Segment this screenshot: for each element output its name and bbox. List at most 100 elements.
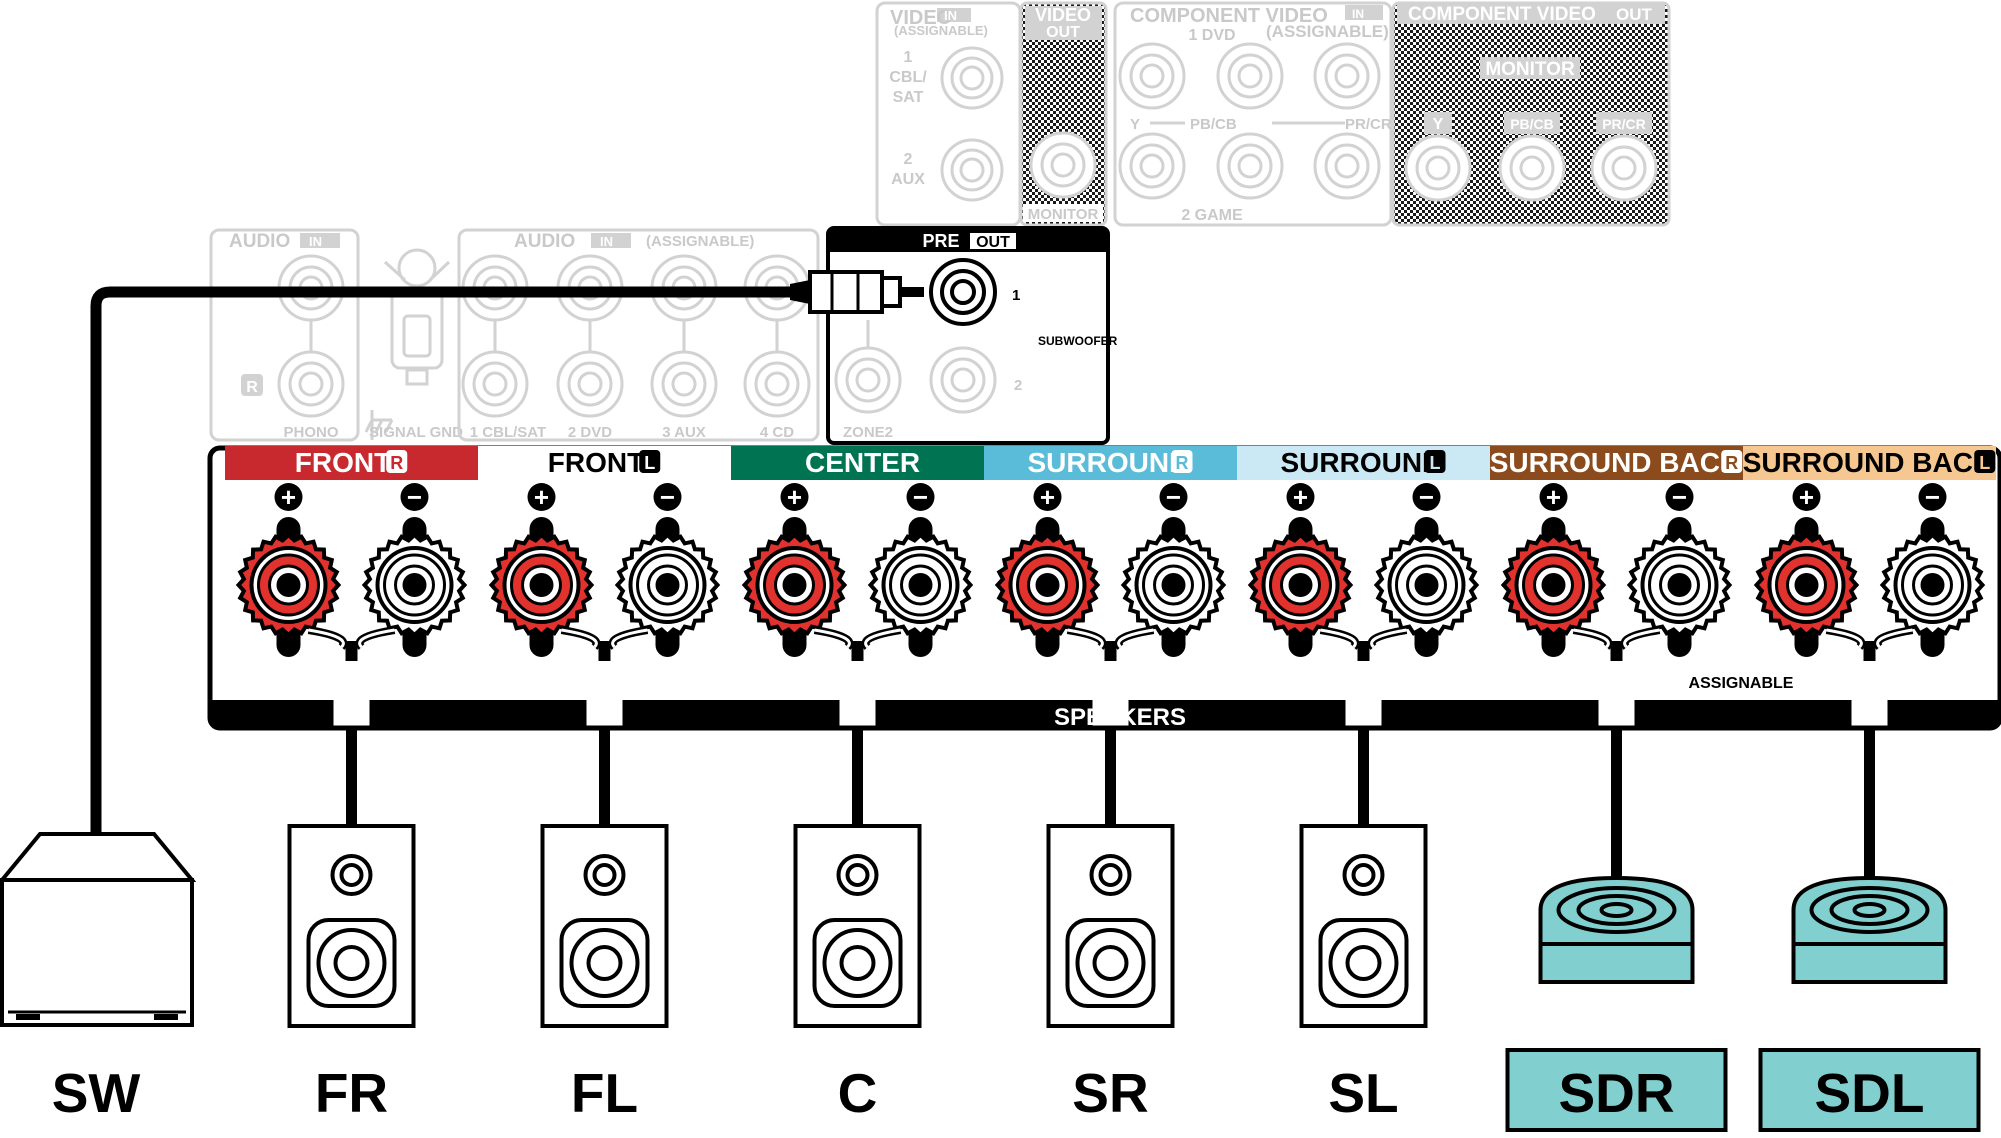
subwoofer-out-jack[interactable] <box>929 258 997 326</box>
pre-out-num1: 1 <box>1012 287 1020 304</box>
speaker-fr: FR <box>287 728 416 1124</box>
video-out-title: VIDEO <box>1035 5 1091 25</box>
plus-symbol: + <box>787 482 802 512</box>
plus-icon <box>1286 483 1315 511</box>
plus-symbol: + <box>1293 482 1308 512</box>
plus-symbol: + <box>281 482 296 512</box>
phono-jacks <box>277 254 345 418</box>
component-out-section: COMPONENT VIDEO OUT MONITOR Y PB/CB PR/C… <box>1391 1 1671 227</box>
terminal-pair-1: +− <box>235 482 468 661</box>
terminal-minus-4[interactable] <box>1120 517 1227 657</box>
channel-badge <box>1721 450 1743 473</box>
component-in-row2: 2 GAME <box>1181 207 1243 224</box>
channel-badge-text: L <box>1430 453 1441 473</box>
channel-badge <box>1974 450 1996 473</box>
video-in-jack-2 <box>940 138 1004 202</box>
pre-out-tag: OUT <box>976 234 1010 251</box>
terminal-minus-5[interactable] <box>1373 517 1480 657</box>
minus-icon <box>1412 483 1441 511</box>
audio-in-assignable-title: AUDIO <box>514 231 575 252</box>
component-out-monitor: MONITOR <box>1485 59 1575 80</box>
video-in-input-aux: AUX <box>891 171 925 188</box>
audio-in-section: AUDIO IN R PHONO <box>209 228 360 442</box>
terminal-plus-5[interactable] <box>1247 517 1354 657</box>
plus-icon <box>274 483 303 511</box>
component-out-jacks <box>1404 134 1658 202</box>
audio-jack-label-4: 4 CD <box>760 424 794 441</box>
terminal-plus-6[interactable] <box>1500 517 1607 657</box>
video-in-section: VIDEO IN (ASSIGNABLE) 1 CBL/ SAT 2 AUX <box>875 1 1022 227</box>
terminal-plus-1[interactable] <box>235 517 342 657</box>
audio-jack-label-2: 2 DVD <box>568 424 612 441</box>
pre-out-num2: 2 <box>1014 377 1022 394</box>
component-in-tag: IN <box>1352 7 1364 21</box>
minus-icon <box>653 483 682 511</box>
speaker-sdr: SDR <box>1505 728 1728 1132</box>
video-out-section: VIDEO OUT MONITOR <box>1019 1 1108 227</box>
terminal-plus-7[interactable] <box>1753 517 1860 657</box>
video-in-sub: (ASSIGNABLE) <box>894 23 988 38</box>
plus-icon <box>780 483 809 511</box>
channel-badge-text: R <box>1176 453 1189 473</box>
plus-icon <box>1033 483 1062 511</box>
component-in-pb: PB/CB <box>1190 116 1237 133</box>
video-monitor-jack <box>1029 131 1097 199</box>
minus-symbol: − <box>407 482 422 512</box>
speaker-c: C <box>793 728 922 1124</box>
minus-icon <box>400 483 429 511</box>
video-in-input-1: 1 <box>904 49 913 66</box>
audio-in-phono: PHONO <box>283 424 338 441</box>
subwoofer-label: SUBWOOFER <box>1038 334 1118 348</box>
pre-out-title: PRE <box>922 231 959 251</box>
plus-symbol: + <box>1546 482 1561 512</box>
group-label-text: FRONT <box>548 447 644 478</box>
minus-symbol: − <box>1419 482 1434 512</box>
speaker-strip-segment <box>622 700 840 726</box>
speaker-label-sdr: SDR <box>1558 1062 1674 1124</box>
zone2-jacks <box>834 320 997 414</box>
speaker-sw: SW <box>0 832 197 1124</box>
speaker-label-box <box>1758 1048 1981 1132</box>
speaker-sr: SR <box>1046 728 1175 1124</box>
minus-symbol: − <box>913 482 928 512</box>
subwoofer-cable <box>90 270 924 836</box>
terminal-plus-4[interactable] <box>994 517 1101 657</box>
component-in-pr: PR/CR <box>1345 116 1392 133</box>
minus-symbol: − <box>1925 482 1940 512</box>
speakers-label: SPEAKERS <box>1054 704 1186 731</box>
terminal-minus-3[interactable] <box>867 517 974 657</box>
group-label-text: CENTER <box>805 447 920 478</box>
group-label-text: SURROUND BACK <box>1490 447 1740 478</box>
terminal-minus-1[interactable] <box>361 517 468 657</box>
channel-badge-text: R <box>1725 453 1738 473</box>
group-label-text: SURROUND <box>1281 447 1443 478</box>
terminal-pair-7: +− <box>1753 482 1986 661</box>
terminal-minus-2[interactable] <box>614 517 721 657</box>
terminal-minus-7[interactable] <box>1879 517 1986 657</box>
group-label-text: SURROUND BACK <box>1743 447 1993 478</box>
channel-badge-text: L <box>644 453 655 473</box>
terminal-plus-2[interactable] <box>488 517 595 657</box>
terminal-minus-6[interactable] <box>1626 517 1733 657</box>
minus-icon <box>1918 483 1947 511</box>
video-in-title: VIDEO <box>890 7 952 29</box>
speaker-label-sl: SL <box>1328 1062 1398 1124</box>
audio-in-assignable-tag: IN <box>600 234 613 249</box>
speaker-strip-segment <box>1887 700 1998 726</box>
terminal-plus-3[interactable] <box>741 517 848 657</box>
assignable-label: ASSIGNABLE <box>1689 675 1794 692</box>
video-in-jack-1 <box>940 46 1004 110</box>
plus-symbol: + <box>1040 482 1055 512</box>
component-in-jacks <box>1118 42 1381 200</box>
speaker-strip-segment <box>1381 700 1599 726</box>
component-in-sub: (ASSIGNABLE) <box>1266 22 1389 41</box>
component-in-section: COMPONENT VIDEO IN (ASSIGNABLE) 1 DVD Y … <box>1113 1 1393 227</box>
component-out-y: Y <box>1433 116 1444 133</box>
speaker-strip-segment <box>1634 700 1852 726</box>
